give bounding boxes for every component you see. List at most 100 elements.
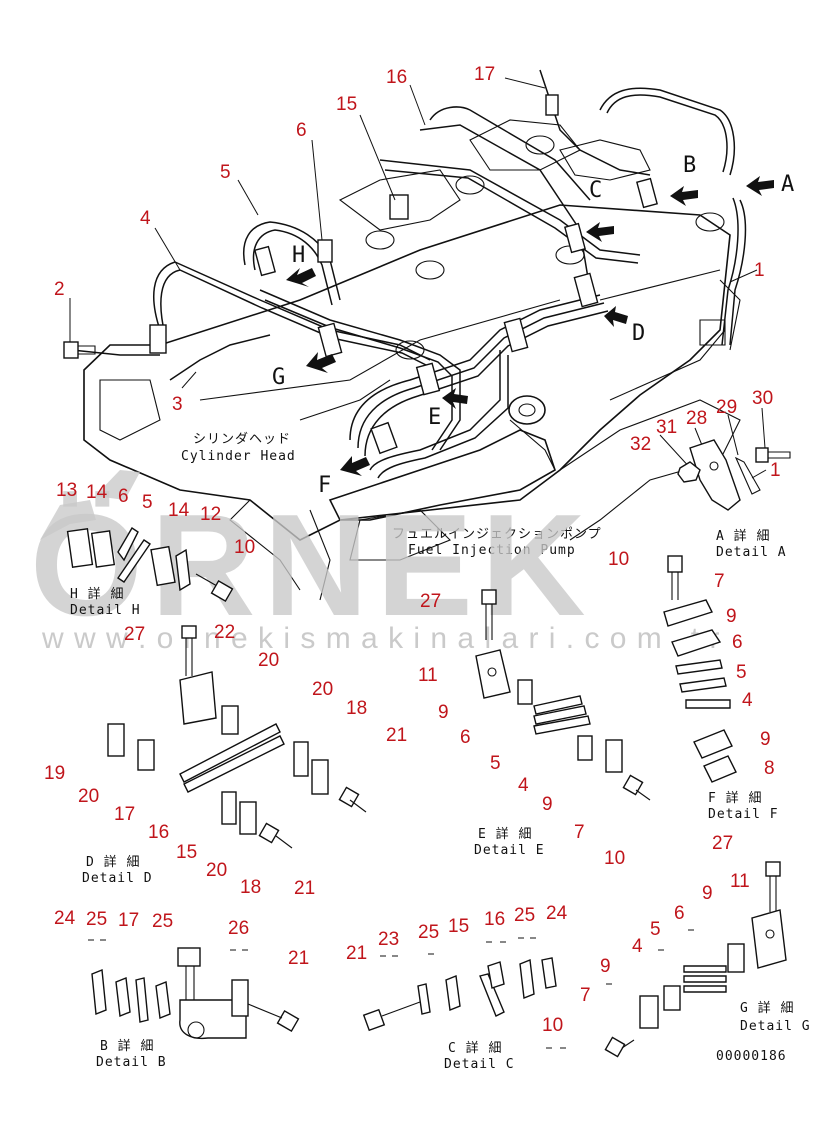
- part-number: 25: [514, 905, 535, 926]
- part-number: 15: [176, 842, 197, 863]
- part-number: 3: [172, 394, 183, 415]
- part-number: 6: [460, 727, 471, 748]
- part-number: 5: [650, 919, 661, 940]
- detail-e-top-drawing: [663, 555, 737, 783]
- detail-a-title-jp: A 詳 細: [716, 528, 770, 544]
- detail-b-title-en: Detail B: [96, 1055, 167, 1070]
- part-number: 6: [118, 486, 129, 507]
- view-letter-b: B: [683, 153, 697, 178]
- bolt-part-2: [63, 341, 96, 359]
- part-number: 6: [296, 120, 307, 141]
- detail-h-drawing: [66, 527, 234, 603]
- part-number: 28: [686, 408, 707, 429]
- part-number: 2: [54, 279, 65, 300]
- part-number: 5: [142, 492, 153, 513]
- part-number: 9: [760, 729, 771, 750]
- part-number: 4: [632, 936, 643, 957]
- part-number: 30: [752, 388, 773, 409]
- part-number: 20: [206, 860, 227, 881]
- number-dashes: [88, 929, 694, 1049]
- part-number: 13: [56, 480, 77, 501]
- part-numbers-detail-c: 21 23 25 15 16 25 24 C 詳 細 Detail C: [346, 903, 568, 1072]
- part-number: 4: [742, 690, 753, 711]
- part-number: 24: [546, 903, 568, 924]
- part-number: 23: [378, 929, 399, 950]
- part-number: 20: [78, 786, 99, 807]
- part-number: 4: [140, 208, 151, 229]
- part-number: 25: [418, 922, 439, 943]
- detail-d-title-en: Detail D: [82, 871, 153, 886]
- part-numbers-detail-g: 27 11 9 6 5 4 9 7 10 G 詳 細 Detail G: [542, 833, 811, 1036]
- part-numbers-detail-h: 13 14 6 5 14 12 10 H 詳 細 Detail H: [56, 480, 255, 618]
- detail-h-title-en: Detail H: [70, 603, 141, 618]
- fuel-pump-label-jp: フュエルインジェクションポンプ: [392, 527, 602, 542]
- view-letter-d: D: [632, 321, 646, 346]
- part-number: 10: [542, 1015, 563, 1036]
- part-number: 12: [200, 504, 221, 525]
- part-number: 16: [386, 67, 407, 88]
- part-number: 10: [234, 537, 255, 558]
- part-number: 7: [714, 571, 725, 592]
- part-number: 32: [630, 434, 651, 455]
- view-letter-h: H: [292, 243, 306, 268]
- view-letter-f: F: [318, 473, 332, 498]
- part-number: 10: [608, 549, 629, 570]
- view-letter-c: C: [589, 178, 603, 203]
- part-number: 31: [656, 417, 677, 438]
- watermark: ÖRNEK w w w . o r n e k i s m a k i n a …: [30, 470, 719, 655]
- view-letter-e: E: [428, 405, 442, 430]
- part-number: 10: [604, 848, 625, 869]
- part-number: 14: [168, 500, 190, 521]
- part-number: 20: [312, 679, 333, 700]
- part-number: 24: [54, 908, 76, 929]
- part-number: 18: [240, 877, 261, 898]
- watermark-brand: ÖRNEK: [30, 484, 594, 646]
- detail-h-title-jp: H 詳 細: [70, 586, 124, 602]
- detail-g-title-en: Detail G: [740, 1019, 811, 1034]
- part-number: 17: [118, 910, 139, 931]
- part-number: 5: [490, 753, 501, 774]
- part-number: 15: [448, 916, 469, 937]
- part-number: 25: [152, 911, 173, 932]
- part-number: 17: [114, 804, 135, 825]
- fuel-pump-label-en: Fuel Injection Pump: [408, 543, 576, 558]
- part-numbers-detail-d: 27 22 20 20 18 21 19 20 17 16 15 20 18 2…: [44, 622, 407, 899]
- part-number: 18: [346, 698, 367, 719]
- part-number: 27: [712, 833, 733, 854]
- part-numbers-detail-b: 24 25 17 25 26 21 B 詳 細 Detail B: [54, 908, 309, 1070]
- part-number: 21: [386, 725, 407, 746]
- detail-c-title-en: Detail C: [444, 1057, 515, 1072]
- detail-c-drawing: [362, 957, 557, 1032]
- part-number: 14: [86, 482, 108, 503]
- part-number: 26: [228, 918, 249, 939]
- part-number: 9: [438, 702, 449, 723]
- part-number: 11: [418, 665, 438, 686]
- part-numbers-main: 1 2 3 4 5 6 15 16 17: [54, 64, 765, 415]
- detail-f-title-jp: F 詳 細: [708, 790, 762, 806]
- part-number: 7: [580, 985, 591, 1006]
- part-number: 1: [754, 260, 765, 281]
- part-number: 9: [542, 794, 553, 815]
- part-number: 27: [420, 591, 441, 612]
- part-numbers-detail-e-top: 10 7 27 9 6 11 5 4 9 8 F 詳 細 Detail F: [418, 549, 779, 822]
- part-number: 19: [44, 763, 65, 784]
- detail-c-title-jp: C 詳 細: [448, 1040, 502, 1056]
- detail-a-title-en: Detail A: [716, 545, 787, 560]
- part-number: 27: [124, 624, 145, 645]
- part-number: 22: [214, 622, 235, 643]
- part-numbers-detail-a: 31 28 29 30 32 1 A 詳 細 Detail A: [630, 388, 787, 560]
- detail-g-drawing: [604, 861, 787, 1058]
- detail-e-title-en: Detail E: [474, 843, 545, 858]
- part-number: 7: [574, 822, 585, 843]
- detail-b-drawing: [91, 947, 300, 1040]
- detail-f-title-en: Detail F: [708, 807, 779, 822]
- view-letter-a: A: [781, 172, 795, 197]
- part-number: 20: [258, 650, 279, 671]
- detail-d-drawing: [107, 625, 367, 849]
- part-number: 21: [294, 878, 315, 899]
- detail-e-title-jp: E 詳 細: [478, 826, 532, 842]
- pipe-clamps: [149, 94, 658, 455]
- drawing-number: 00000186: [716, 1049, 787, 1064]
- part-number: 5: [220, 162, 231, 183]
